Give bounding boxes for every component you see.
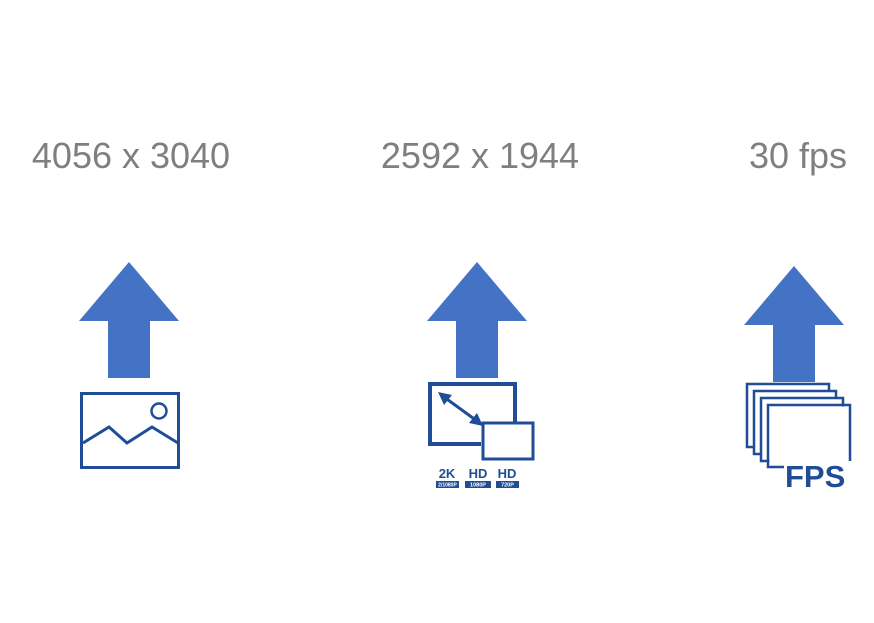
badge-hd-720p: HD 720P	[496, 466, 519, 489]
resolution-label: 4056 x 3040	[31, 135, 231, 176]
svg-text:HD: HD	[498, 466, 517, 481]
up-arrow-icon	[744, 266, 844, 382]
badge-2k: 2K 2/1080P	[436, 466, 459, 489]
image-icon	[80, 392, 180, 469]
resize-screen-icon	[428, 382, 535, 461]
video-resolution-label: 2592 x 1944	[380, 135, 580, 176]
svg-text:FPS: FPS	[785, 459, 845, 493]
svg-text:720P: 720P	[501, 483, 514, 489]
video-quality-badges: 2K 2/1080P HD 1080P HD 720P	[436, 466, 519, 489]
fps-frames-icon: FPS	[745, 382, 852, 493]
badge-hd-1080p: HD 1080P	[465, 466, 491, 489]
up-arrow-icon	[79, 262, 179, 378]
up-arrow-icon	[427, 262, 527, 378]
svg-text:2K: 2K	[439, 466, 456, 481]
svg-text:2/1080P: 2/1080P	[438, 483, 457, 489]
frame-rate-label: 30 fps	[748, 135, 848, 176]
svg-text:1080P: 1080P	[470, 483, 486, 489]
svg-text:HD: HD	[469, 466, 488, 481]
